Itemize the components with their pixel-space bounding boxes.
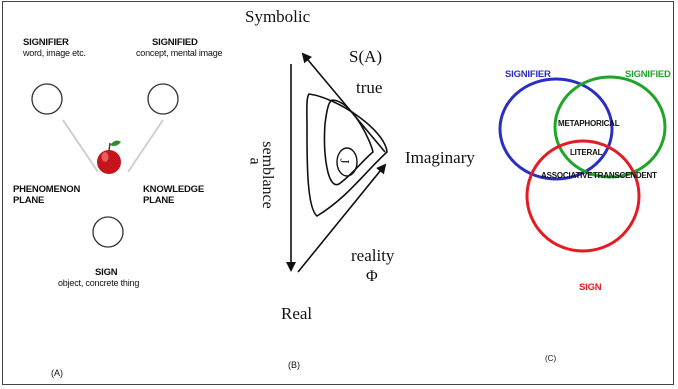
- associative-label: ASSOCIATIVE: [541, 170, 592, 181]
- signifier-title: SIGNIFIER: [23, 37, 69, 48]
- signifier-circle: [32, 84, 62, 114]
- reality-label: reality: [351, 246, 394, 266]
- sign-title: SIGN: [95, 267, 117, 278]
- signifier-subtitle: word, image etc.: [23, 48, 86, 59]
- phi-label: Φ: [366, 268, 378, 286]
- panel-a: SIGNIFIER word, image etc. SIGNIFIED con…: [3, 2, 243, 384]
- signified-title: SIGNIFIED: [152, 37, 198, 48]
- caption-c: (C): [545, 354, 556, 363]
- signified-subtitle: concept, mental image: [136, 48, 222, 59]
- outer-loop: [325, 100, 373, 185]
- sign-subtitle: object, concrete thing: [58, 278, 139, 289]
- a-label: a: [246, 157, 264, 164]
- symbolic-label: Symbolic: [245, 7, 310, 27]
- real-label: Real: [281, 304, 312, 324]
- j-label: J: [337, 158, 353, 163]
- panel-c: SIGNIFIER SIGNIFIED METAPHORICAL LITERAL…: [483, 2, 673, 384]
- literal-label: LITERAL: [570, 147, 602, 158]
- transcendent-label: TRANSCENDENT: [593, 170, 657, 181]
- metaphorical-label: METAPHORICAL: [558, 118, 619, 129]
- semblance-label: semblance: [258, 125, 276, 225]
- knowledge-label-line1: KNOWLEDGE: [143, 184, 204, 195]
- panel-b: Symbolic S(A) true Imaginary semblance a…: [243, 2, 483, 384]
- sign-label: SIGN: [579, 282, 601, 293]
- phenomenon-label-line1: PHENOMENON: [13, 184, 80, 195]
- knowledge-label-line2: PLANE: [143, 195, 174, 206]
- outer-loop-2: [307, 94, 387, 216]
- sign-circle: [93, 217, 123, 247]
- true-label: true: [356, 78, 382, 98]
- symbolic-arrow: [303, 54, 385, 152]
- s-a-label: S(A): [349, 47, 382, 67]
- phenomenon-plane-line: [63, 120, 98, 172]
- panel-c-graphics: [483, 2, 673, 386]
- imaginary-label: Imaginary: [405, 148, 475, 168]
- signifier-label: SIGNIFIER: [505, 69, 551, 80]
- apple-icon: [97, 141, 121, 174]
- caption-b: (B): [288, 360, 300, 370]
- signified-circle: [148, 84, 178, 114]
- phenomenon-label-line2: PLANE: [13, 195, 44, 206]
- signified-label: SIGNIFIED: [625, 69, 671, 80]
- caption-a: (A): [51, 368, 63, 378]
- figure-frame: SIGNIFIER word, image etc. SIGNIFIED con…: [2, 1, 674, 385]
- knowledge-plane-line: [128, 120, 163, 172]
